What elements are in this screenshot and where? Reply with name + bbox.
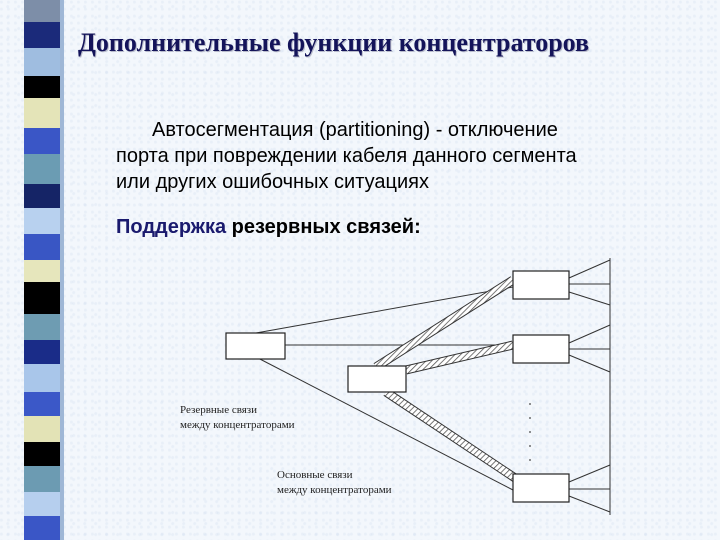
hub-right-bottom — [512, 473, 570, 503]
partitioning-paragraph: Автосегментация (partitioning) - отключе… — [116, 117, 676, 195]
strip-block — [24, 282, 60, 314]
hub-right-top — [512, 270, 570, 300]
paragraph-line-2: порта при повреждении кабеля данного сег… — [116, 145, 577, 167]
strip-divider — [60, 0, 64, 540]
strip-block — [24, 416, 60, 442]
decorative-left-strip — [24, 0, 60, 540]
strip-block — [24, 128, 60, 154]
backup-link — [255, 356, 514, 491]
hub-right-middle — [512, 334, 570, 364]
backup-link — [255, 286, 514, 334]
strip-block — [24, 260, 60, 282]
strip-block — [24, 392, 60, 416]
hub-left — [225, 332, 286, 360]
strip-block — [24, 154, 60, 184]
backup-links-label-1: Резервные связи — [180, 404, 257, 416]
strip-block — [24, 98, 60, 128]
strip-block — [24, 208, 60, 234]
strip-block — [24, 48, 60, 76]
strip-block — [24, 0, 60, 22]
strip-block — [24, 364, 60, 392]
paragraph-line-1: Автосегментация (partitioning) - отключе… — [152, 119, 558, 141]
strip-block — [24, 442, 60, 466]
main-links-label-2: между концентраторами — [277, 484, 392, 496]
hub-center — [347, 365, 407, 393]
strip-block — [24, 22, 60, 48]
backup-links-heading: Поддержка резервных связей: — [116, 216, 421, 239]
support-highlight: Поддержка — [116, 216, 227, 238]
strip-block — [24, 516, 60, 540]
slide-title: Дополнительные функции концентраторов — [78, 28, 590, 57]
strip-block — [24, 184, 60, 208]
main-link — [384, 389, 520, 483]
strip-block — [24, 234, 60, 260]
strip-block — [24, 492, 60, 516]
main-link — [405, 341, 514, 374]
paragraph-line-3: или других ошибочных ситуациях — [116, 171, 429, 193]
main-links-label-1: Основные связи — [277, 469, 353, 481]
support-rest: резервных связей: — [226, 216, 421, 238]
backup-links-label-2: между концентраторами — [180, 419, 295, 431]
backup-links-diagram: Резервные связи между концентраторами Ос… — [180, 258, 611, 515]
main-link — [374, 277, 515, 370]
strip-block — [24, 76, 60, 98]
port-lines — [568, 259, 611, 513]
strip-block — [24, 466, 60, 492]
strip-block — [24, 314, 60, 340]
ellipsis-dots — [529, 403, 531, 461]
strip-block — [24, 340, 60, 364]
